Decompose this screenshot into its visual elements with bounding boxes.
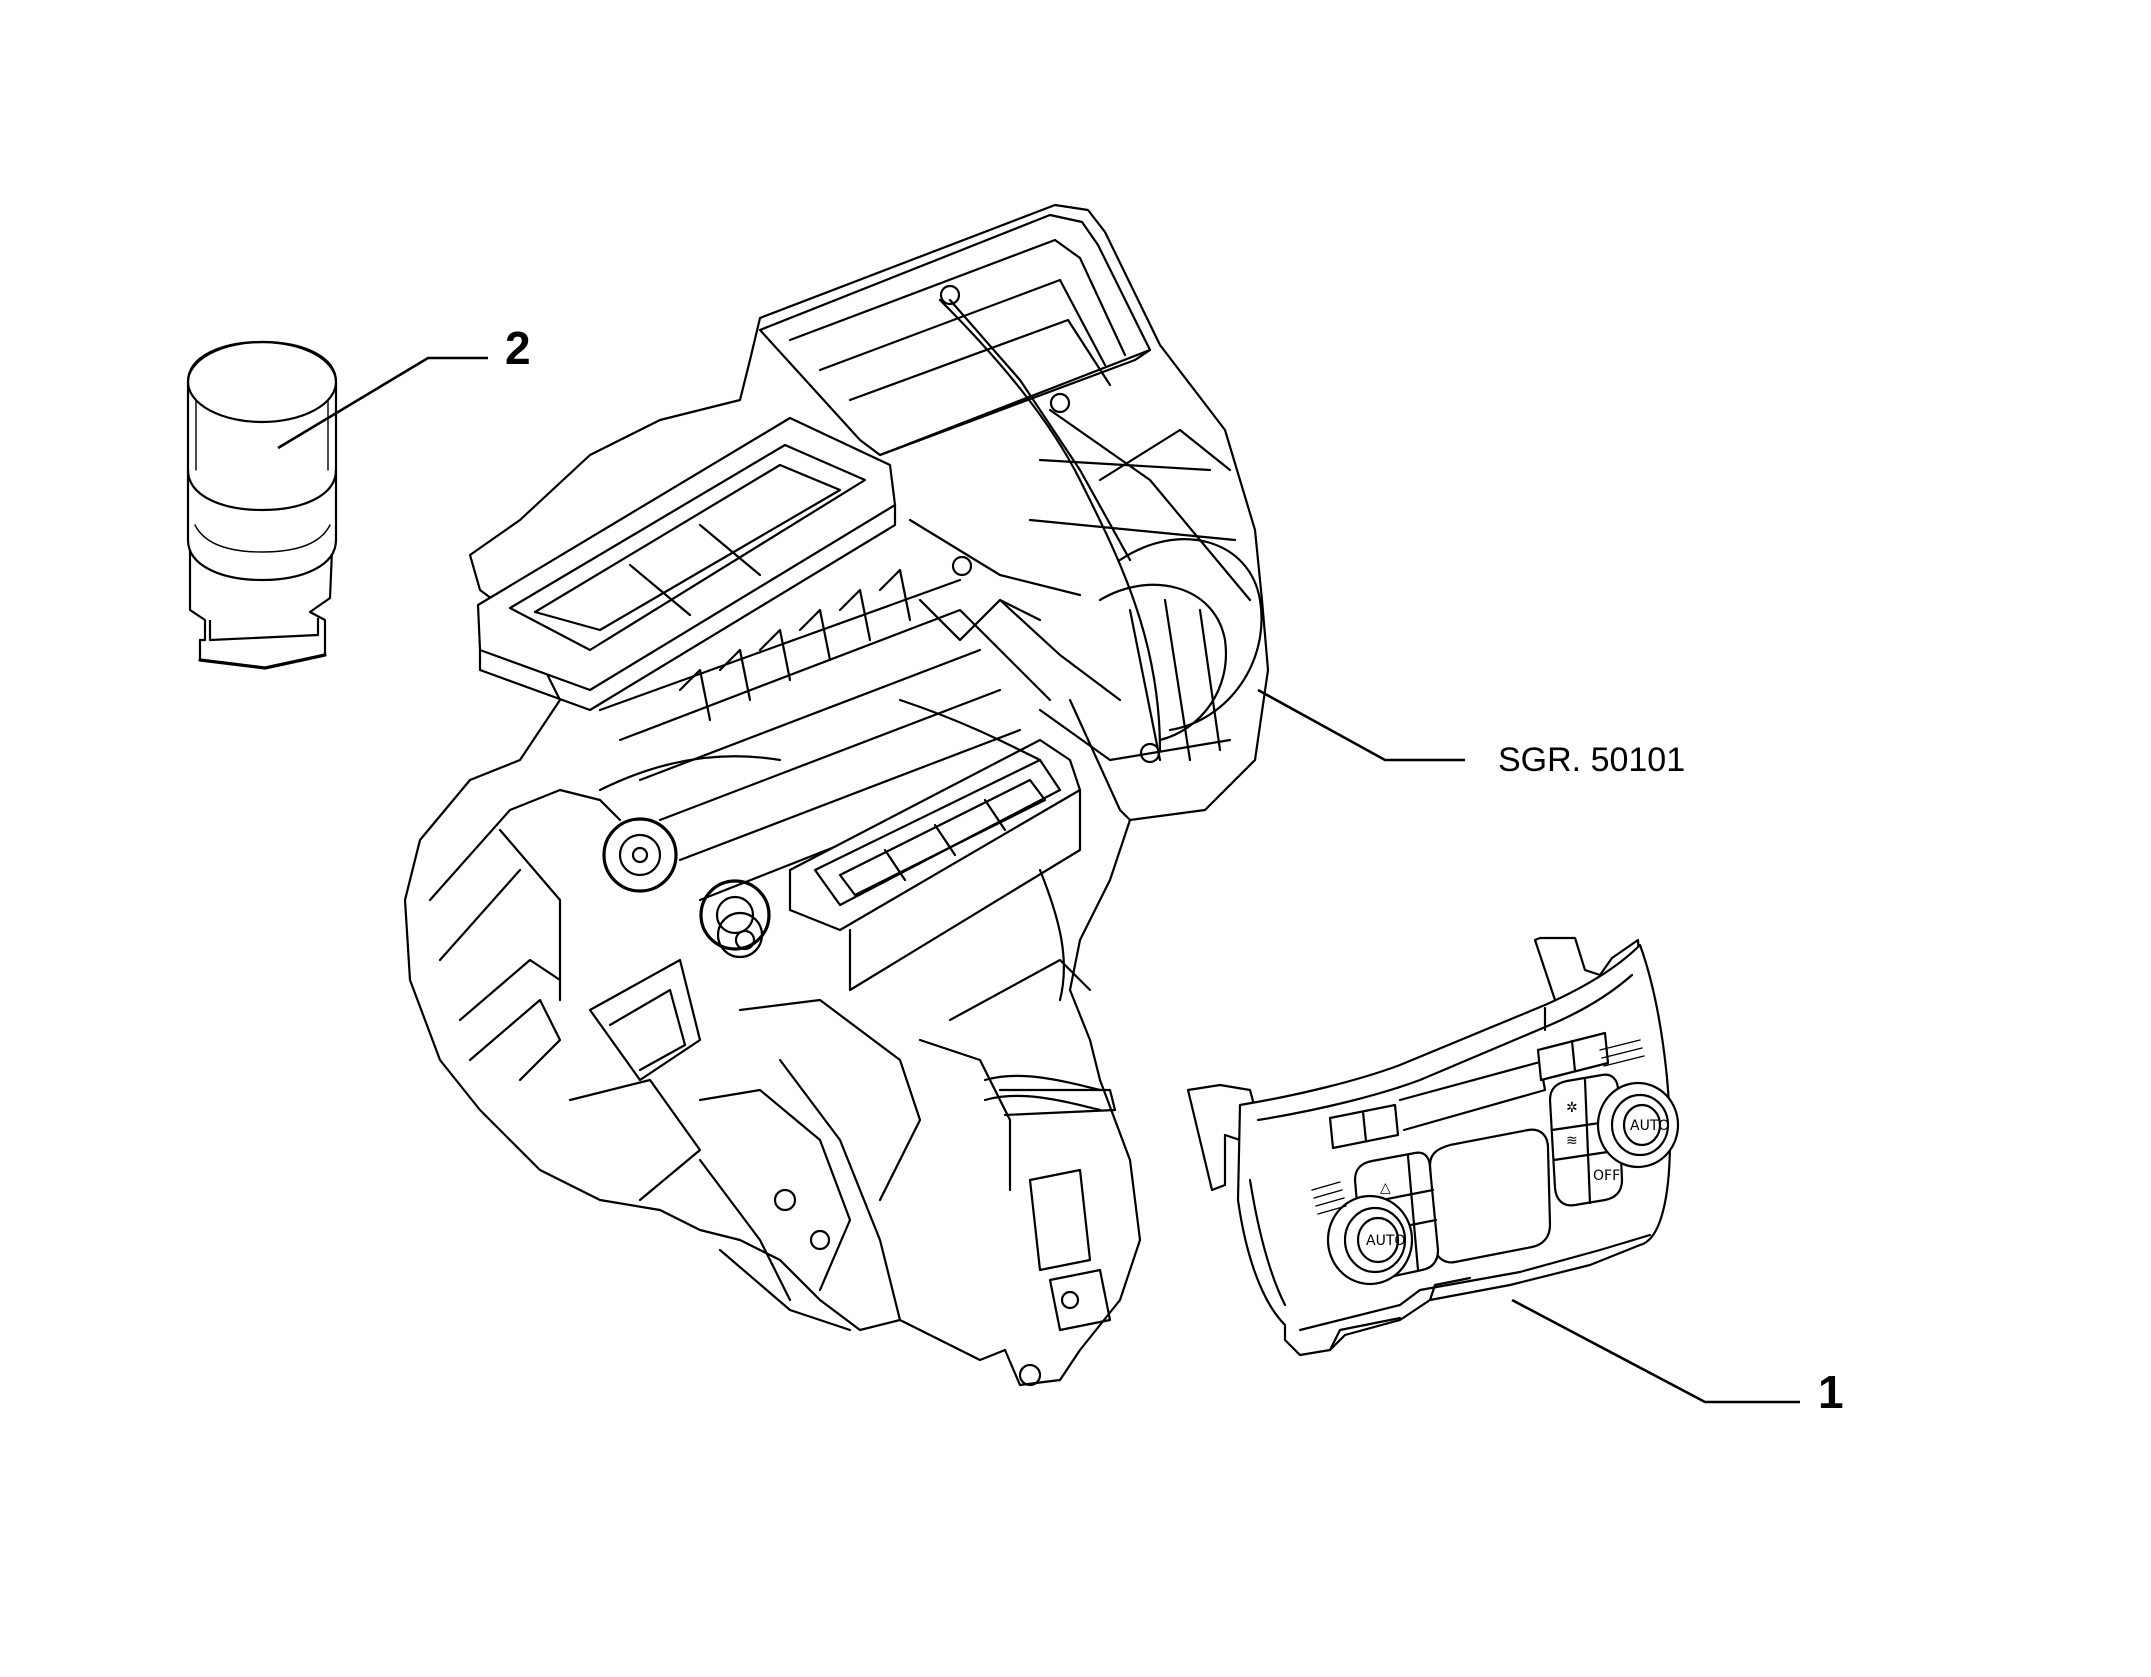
arrow-up-icon[interactable]: △ (1380, 1180, 1391, 1196)
defrost-icon[interactable]: ≋ (1566, 1133, 1578, 1149)
callout-2: 2 (277, 322, 531, 450)
auto-left-label[interactable]: AUTO (1366, 1233, 1405, 1249)
hvac-unit-assembly (403, 203, 1270, 1387)
left-temperature-knob[interactable]: AUTO (1326, 1194, 1414, 1286)
callout-1: 1 (1511, 1298, 1844, 1418)
fan-icon[interactable]: ✲ (1566, 1100, 1578, 1116)
reference-label: SGR. 50101 (1498, 741, 1685, 779)
callout-number-1: 1 (1818, 1366, 1844, 1418)
auto-right-label[interactable]: AUTO (1630, 1118, 1669, 1134)
callout-number-2: 2 (505, 322, 531, 374)
off-button-label[interactable]: OFF (1593, 1168, 1620, 1184)
right-temperature-knob[interactable]: AUTO (1596, 1081, 1680, 1169)
part-1-control-panel: △ ▷ ▽ ✲ ≋ OFF AUTO AUTO (1186, 936, 1680, 1357)
reference-sgr: SGR. 50101 (1257, 688, 1685, 779)
part-2-sensor (186, 340, 338, 670)
